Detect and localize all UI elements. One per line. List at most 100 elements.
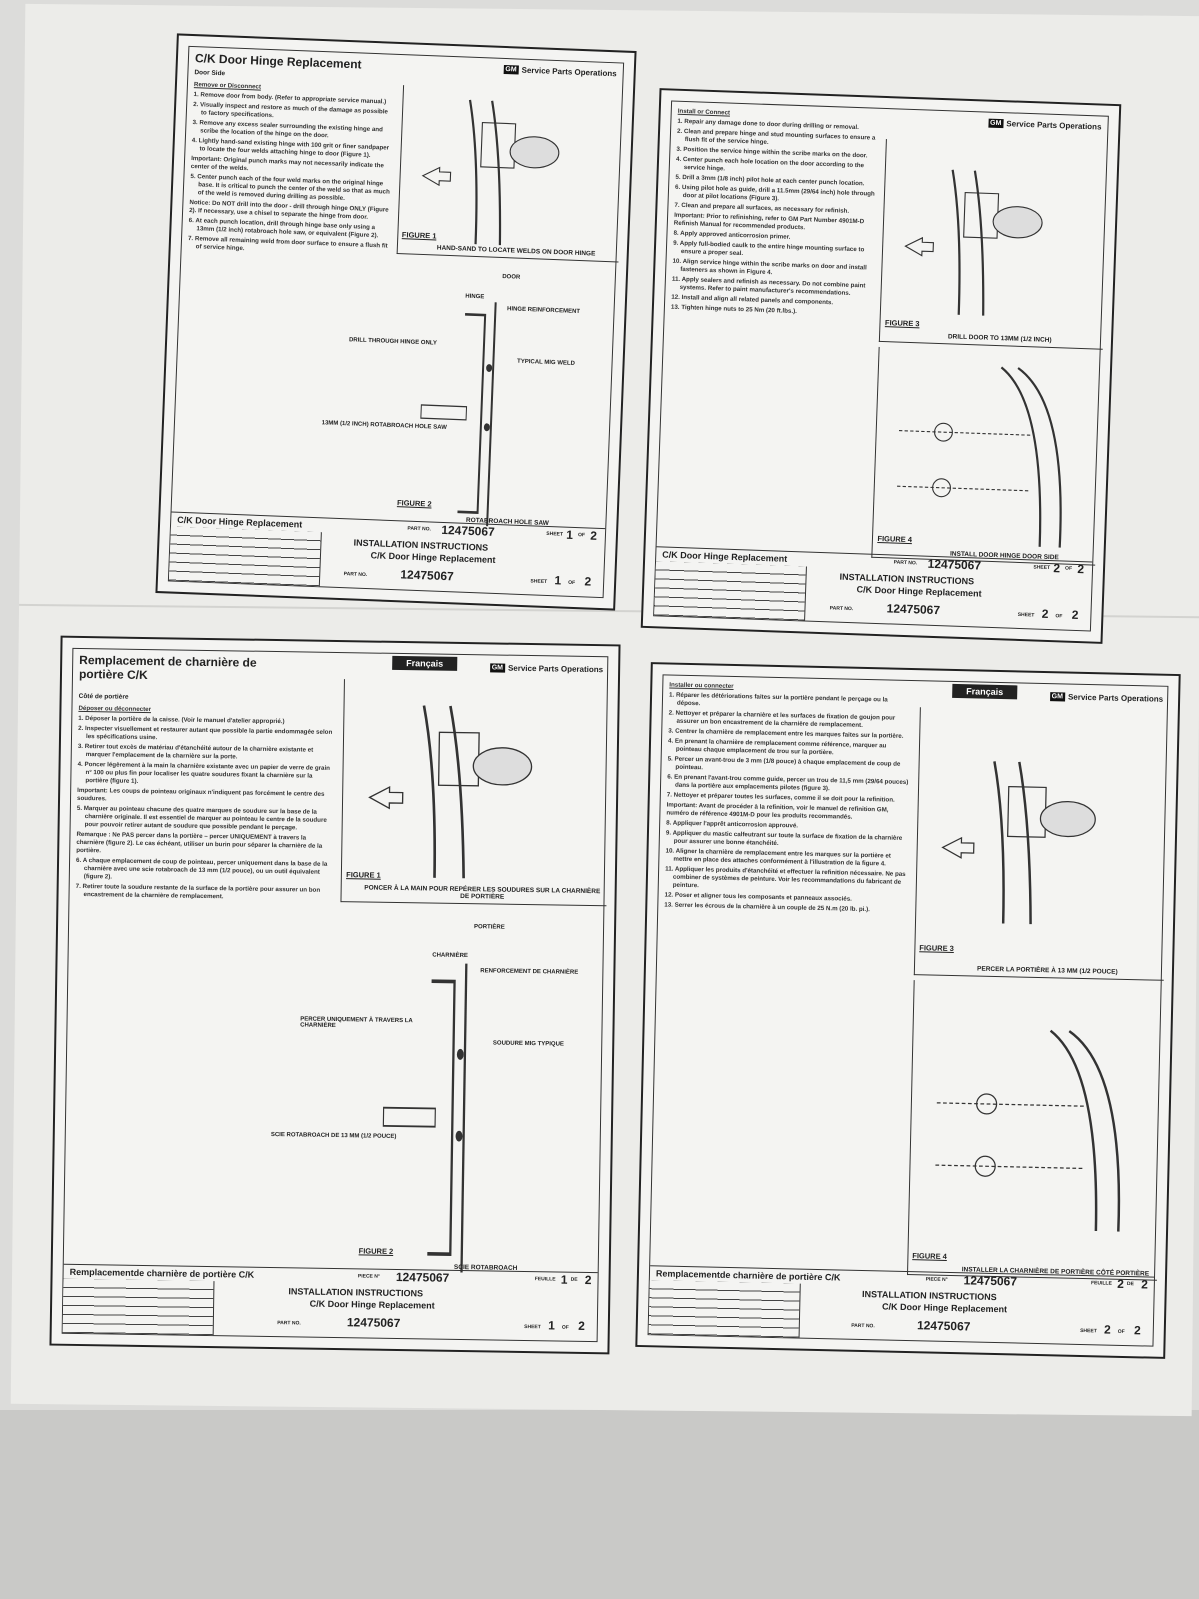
part-number: 12475067	[916, 1318, 971, 1334]
figure-1-label: FIGURE 3	[919, 943, 954, 953]
instructions-heading: INSTALLATION INSTRUCTIONS	[861, 1289, 997, 1303]
part-number: 12475067	[886, 601, 941, 618]
instructions-name: C/K Door Hinge Replacement	[856, 584, 982, 599]
sheet-total-bottom: 2	[1133, 1323, 1141, 1338]
sheet-subtitle: Côté de portière	[78, 692, 129, 701]
part-number-top: 12475067	[963, 1273, 1018, 1289]
part-label: PART NO.	[343, 571, 368, 579]
sheet-total: 2	[584, 1272, 592, 1288]
sheet-title: C/K Door Hinge Replacement	[194, 51, 362, 72]
diagram-label-door: PORTIÈRE	[474, 924, 505, 931]
instructions-name: C/K Door Hinge Replacement	[370, 550, 496, 565]
sheet-total: 2	[1141, 1277, 1149, 1292]
step-item: 7. Retirer toute la soudure restante de …	[75, 882, 321, 901]
revision-grid	[62, 1278, 215, 1336]
sheet-number: 2	[1117, 1276, 1125, 1291]
rotabroach-diagram-icon	[383, 964, 468, 1274]
part-label: PART NO.	[829, 605, 854, 613]
french-part-label: PIECE N°	[357, 1273, 380, 1280]
part-number: 12475067	[400, 567, 455, 584]
of-label: OF	[1055, 613, 1063, 620]
sheet-label: SHEET	[1017, 611, 1035, 619]
title-block: Remplacementde charnière de portière C/K…	[62, 1263, 598, 1342]
note-item: Important: Les coups de pointeau origina…	[77, 786, 325, 803]
header-label: Service Parts Operations	[521, 65, 617, 79]
figure-1-label: FIGURE 1	[401, 230, 437, 241]
figure-1-label: FIGURE 1	[346, 870, 381, 881]
title-block: Remplacementde charnière de portière C/K…	[648, 1265, 1155, 1346]
figure-2-label: FIGURE 2	[358, 1246, 394, 1256]
diagram-label-hinge: HINGE	[465, 293, 485, 301]
of-label-top: OF	[1064, 565, 1073, 572]
language-badge: Français	[392, 655, 458, 671]
figure-2-label: FIGURE 2	[396, 498, 432, 509]
diagram-label-door: DOOR	[502, 274, 521, 281]
sheet-number: 2	[1053, 561, 1061, 576]
sheet-total-bottom: 2	[578, 1318, 585, 1333]
step-item: 2. Inspecter visuellement et restaurer a…	[78, 724, 333, 742]
door-hinge-install-illustration-icon	[897, 366, 1063, 548]
step-item: 4. Poncer légèrement à la main la charni…	[77, 760, 331, 785]
door-hinge-illustration-icon	[941, 761, 1096, 925]
sheet-number-bottom: 1	[548, 1318, 555, 1333]
part-label-top: PART NO.	[893, 559, 918, 567]
sheet-label-top: SHEET	[546, 530, 564, 538]
french-part-label: PIECE N°	[925, 1276, 948, 1283]
gm-logo-icon: GM	[489, 663, 506, 673]
header-label: Service Parts Operations	[507, 663, 604, 675]
door-hinge-illustration-icon	[421, 99, 559, 246]
of-label: OF	[568, 579, 576, 587]
sheet-border: Remplacement de charnière de portière C/…	[61, 647, 610, 1343]
revision-grid	[654, 561, 807, 621]
revision-grid	[168, 526, 322, 587]
sheet-label: SHEET	[1080, 1327, 1097, 1335]
of-label-top: OF	[577, 532, 586, 539]
sheet-title: Remplacement de charnière de portière C/…	[78, 652, 257, 683]
revision-grid	[648, 1280, 801, 1338]
french-sheet-label: FEUILLE	[1090, 1280, 1112, 1287]
sheet-number: 1	[560, 1272, 568, 1287]
door-hinge-illustration-icon	[904, 169, 1044, 316]
header-label: Service Parts Operations	[1006, 119, 1102, 132]
french-of-label: DE	[570, 1276, 578, 1283]
sheet-total: 2	[1077, 561, 1085, 577]
note-item: Remarque : Ne PAS percer dans la portièr…	[76, 830, 323, 855]
header-label: Service Parts Operations	[1067, 692, 1164, 704]
part-label-top: PART NO.	[407, 525, 432, 533]
figure-2-label: FIGURE 4	[912, 1251, 948, 1261]
diagram-label-drill: PERCER UNIQUEMENT À TRAVERS LA CHARNIÈRE	[300, 1015, 413, 1029]
diagram-label-weld: SOUDURE MIG TYPIQUE	[492, 1040, 564, 1048]
part-label: PART NO.	[277, 1320, 301, 1327]
title-block-header: Remplacementde charnière de portière C/K	[69, 1266, 255, 1280]
language-badge: Français	[952, 683, 1018, 700]
sheet-total: 2	[589, 528, 598, 543]
part-number: 12475067	[346, 1315, 401, 1331]
french-sheet-label: FEUILLE	[534, 1276, 556, 1283]
sheet-label-top: SHEET	[1033, 564, 1051, 572]
sheet-label: SHEET	[524, 1324, 541, 1331]
sheet-total-bottom: 2	[584, 574, 592, 589]
sheet-label: SHEET	[530, 578, 548, 585]
rotabroach-diagram-icon	[419, 302, 497, 527]
gm-logo-icon: GM	[987, 118, 1004, 129]
gm-logo-icon: GM	[1049, 692, 1066, 702]
